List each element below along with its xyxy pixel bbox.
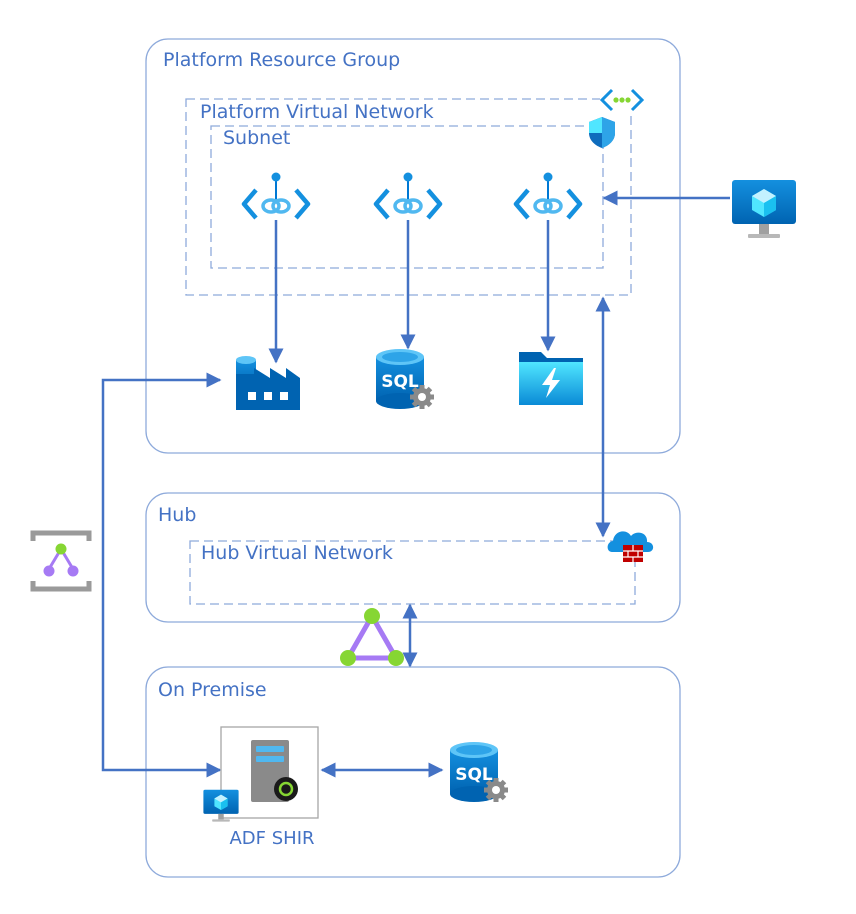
platform-resource-group-label: Platform Resource Group bbox=[163, 49, 400, 71]
virtual-machine-icon bbox=[732, 180, 796, 238]
sql-database-icon: SQL bbox=[376, 349, 434, 409]
onprem-sql-text: SQL bbox=[455, 765, 493, 785]
firewall-icon bbox=[607, 531, 654, 562]
subnet-label: Subnet bbox=[223, 127, 290, 149]
private-endpoint-2-icon bbox=[376, 173, 440, 219]
shir-data-factory-arrow bbox=[101, 372, 222, 778]
network-security-group-icon bbox=[589, 117, 615, 148]
expressroute-icon bbox=[30, 530, 92, 592]
private-endpoint-1-icon bbox=[244, 173, 308, 219]
private-endpoint-3-icon bbox=[516, 173, 580, 219]
on-premise-label: On Premise bbox=[158, 679, 267, 701]
data-factory-icon bbox=[236, 356, 300, 410]
platform-virtual-network-box bbox=[185, 98, 632, 296]
virtual-network-icon bbox=[599, 88, 645, 112]
storage-file-share-icon bbox=[519, 352, 583, 405]
platform-virtual-network-label: Platform Virtual Network bbox=[200, 101, 434, 123]
hub-label: Hub bbox=[158, 504, 196, 526]
hub-virtual-network-label: Hub Virtual Network bbox=[201, 542, 393, 564]
sql-text: SQL bbox=[381, 372, 419, 392]
platform-resource-group-box bbox=[145, 38, 681, 454]
vpn-gateway-icon bbox=[340, 608, 404, 666]
onprem-sql-database-icon: SQL bbox=[450, 742, 508, 802]
adf-shir-label: ADF SHIR bbox=[229, 828, 314, 849]
